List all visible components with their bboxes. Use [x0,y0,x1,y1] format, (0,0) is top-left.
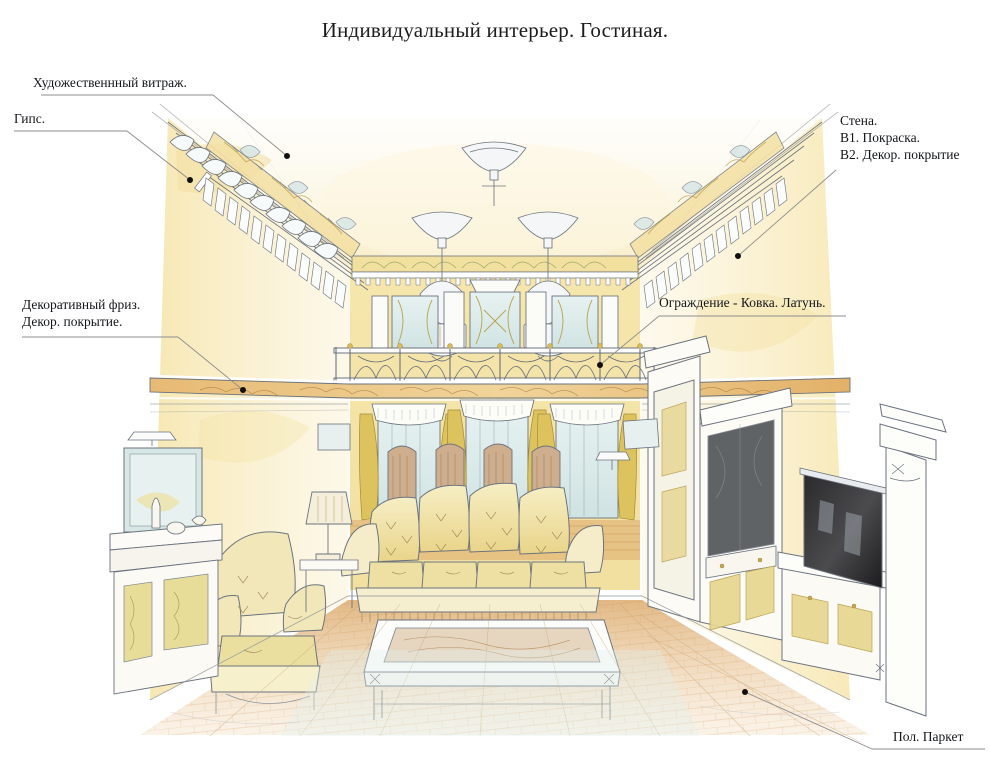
wall-finish-callout-line-2: В1. Покраска. [840,130,921,145]
wall-finish-callout-line-3: В2. Декор. покрытие [840,147,960,162]
floor-parquet-callout-line-1: Пол. Паркет [893,729,964,744]
stained-glass-callout-line-1: Художественнный витраж. [33,75,187,90]
wall-finish-callout-line-1: Стена. [840,113,878,128]
sofa-graphic [340,482,605,622]
table-lamp-graphic [305,491,353,561]
decorative-frieze-callout-line-2: Декор. покрытие. [22,314,123,329]
decorative-frieze-callout-line-1: Декоративный фриз. [22,297,141,312]
console-and-mirror-graphic [109,423,351,695]
built-in-cabinet-graphic [699,387,887,681]
gypsum-callout: Гипс. [14,110,45,127]
railing-callout: Ограждение - Ковка. Латунь. [659,294,825,311]
coffee-table-graphic [363,619,621,720]
gypsum-callout-line-1: Гипс. [14,111,46,126]
chandelier-center [461,141,527,206]
floor-parquet-callout: Пол. Паркет [893,728,963,745]
armchair-graphic [199,531,327,714]
door-case-graphic [643,335,711,623]
page-title: Индивидуальный интерьер. Гостиная. [321,18,669,42]
decorative-frieze-callout: Декоративный фриз. Декор. покрытие. [22,296,140,330]
railing-callout-line-1: Ограждение - Ковка. Латунь. [659,295,826,310]
wall-finish-callout: Стена. В1. Покраска. В2. Декор. покрытие [840,112,959,163]
television-graphic [799,467,887,589]
stained-glass-callout: Художественнный витраж. [33,74,187,91]
